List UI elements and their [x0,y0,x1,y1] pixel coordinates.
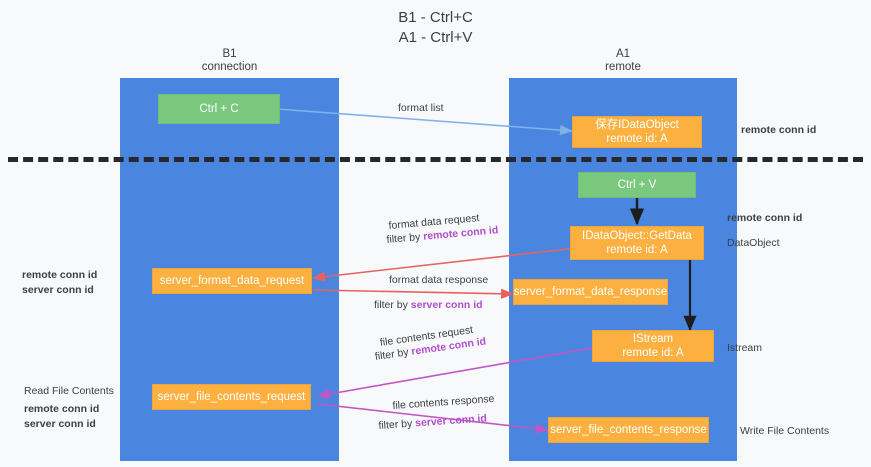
edge-label-file-contents-response: file contents response [392,392,495,412]
annotation-server-conn-id-bottom-left: server conn id [24,418,96,430]
filter-prefix: filter by [374,299,411,311]
edge-label-file-contents-response-filter: filter by server conn id [378,411,487,433]
node-idataobject-getdata[interactable]: IDataObject::GetData remote id: A [570,226,704,260]
lane-header-b1-sub: connection [201,61,258,73]
node-ctrl-v[interactable]: Ctrl + V [578,172,696,198]
lane-header-b1-name: B1 [222,48,237,60]
node-istream-line2: remote id: A [622,347,684,359]
node-ctrl-v-label: Ctrl + V [617,179,657,191]
annotation-read-file-contents: Read File Contents [24,385,114,397]
lane-header-a1-sub: remote [605,61,641,73]
filter-prefix: filter by [378,417,416,432]
title-line-2: A1 - Ctrl+V [398,29,473,46]
lane-header-a1-name: A1 [615,48,631,60]
node-ctrl-c-label: Ctrl + C [199,103,239,115]
node-istream-line1: IStream [632,333,674,345]
annotation-remote-conn-id-mid-left: remote conn id [22,269,98,281]
node-getdata-line2: remote id: A [606,244,668,256]
node-server-file-contents-response-label: server_file_contents_response [550,424,707,436]
node-save-dataobject[interactable]: 保存IDataObject remote id: A [572,116,702,148]
node-server-format-data-response[interactable]: server_format_data_response [513,279,668,305]
node-server-file-contents-request-label: server_file_contents_request [157,391,306,403]
edge-label-format-list: format list [398,102,444,114]
annotation-dataobject: DataObject [727,237,780,249]
lane-header-b1: B1 connection [120,48,339,74]
annotation-remote-conn-id-top: remote conn id [741,124,817,136]
annotation-write-file-contents: Write File Contents [740,425,830,437]
filter-key-server-conn-id: server conn id [410,299,483,311]
page-title: B1 - Ctrl+C A1 - Ctrl+V [0,8,871,48]
node-save-dataobject-line2: remote id: A [606,133,668,145]
node-ctrl-c[interactable]: Ctrl + C [158,94,280,124]
filter-prefix: filter by [374,345,413,363]
node-server-format-data-request-label: server_format_data_request [159,275,305,287]
node-server-format-data-request[interactable]: server_format_data_request [152,268,312,294]
lane-header-a1: A1 remote [509,48,737,74]
annotation-server-conn-id-mid-left: server conn id [22,284,94,296]
annotation-istream: Istream [727,342,763,354]
node-getdata-line1: IDataObject::GetData [582,230,692,242]
annotation-remote-conn-id-bottom-left: remote conn id [24,403,100,415]
node-server-format-data-response-label: server_format_data_response [513,286,668,298]
filter-key-server-conn-id: server conn id [414,412,488,430]
node-save-dataobject-line1: 保存IDataObject [595,119,679,131]
arrow-format-data-response [312,288,514,299]
annotation-remote-conn-id-mid: remote conn id [727,212,803,224]
node-istream[interactable]: IStream remote id: A [592,330,714,362]
node-server-file-contents-request[interactable]: server_file_contents_request [152,384,311,410]
section-divider [8,157,863,162]
edge-label-format-data-response-filter: filter by server conn id [374,298,483,312]
title-line-1: B1 - Ctrl+C [398,9,473,26]
node-server-file-contents-response[interactable]: server_file_contents_response [548,417,709,443]
filter-prefix: filter by [386,230,424,246]
edge-label-format-data-response: format data response [389,274,489,286]
